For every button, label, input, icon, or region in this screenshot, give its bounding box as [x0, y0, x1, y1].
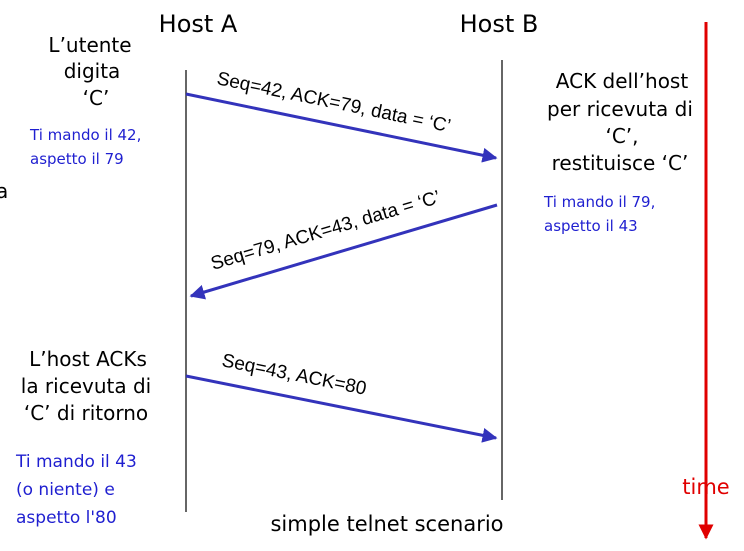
time-label: time — [682, 475, 729, 499]
note-ti-b-2: aspetto il 43 — [544, 217, 638, 235]
note-ti-a2-3: aspetto l'80 — [16, 508, 117, 528]
note-ack-host-b-4: restituisce ‘C’ — [552, 151, 689, 175]
note-ack-host-b-2: per ricevuta di — [547, 97, 693, 121]
note-host-acks-2: la ricevuta di — [21, 374, 151, 398]
diagram-caption: simple telnet scenario — [270, 512, 503, 536]
note-host-acks-1: L’host ACKs — [29, 347, 147, 371]
note-ti-a2-2: (o niente) e — [16, 480, 115, 500]
message-label-1: Seq=42, ACK=79, data = ‘C’ — [215, 68, 453, 137]
note-ti-b-1: Ti mando il 79, — [543, 193, 655, 211]
host-b-label: Host B — [460, 10, 539, 38]
message-label-3: Seq=43, ACK=80 — [220, 350, 368, 399]
note-ti-a1-1: Ti mando il 42, — [29, 126, 141, 144]
host-a-label: Host A — [159, 10, 238, 38]
note-user-types-2: digita — [64, 59, 121, 83]
edge-fragment: a — [0, 179, 8, 203]
note-ti-a1-2: aspetto il 79 — [30, 150, 124, 168]
note-ack-host-b-3: ‘C’, — [605, 124, 638, 148]
note-ack-host-b-1: ACK dell’host — [556, 69, 689, 93]
note-host-acks-3: ‘C’ di ritorno — [24, 401, 148, 425]
message-arrow-1 — [185, 92, 498, 163]
note-ti-a2-1: Ti mando il 43 — [15, 452, 137, 472]
message-arrow-2 — [189, 203, 498, 300]
note-user-types-1: L’utente — [48, 33, 131, 57]
note-user-types-3: ‘C’ — [83, 86, 110, 110]
message-arrow-3 — [185, 374, 498, 443]
